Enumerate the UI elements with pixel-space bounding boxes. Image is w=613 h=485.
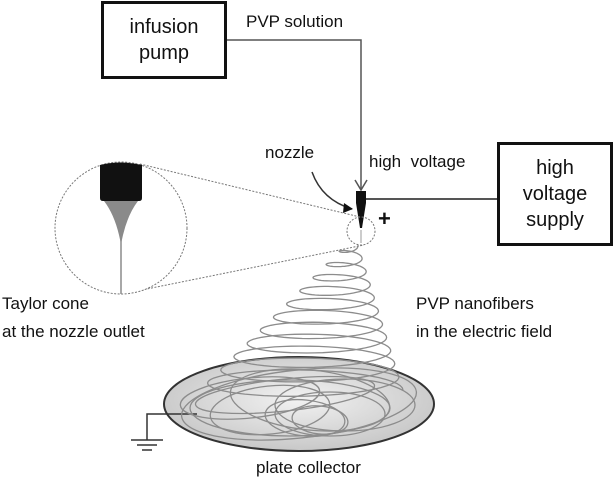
fiber-loop — [179, 376, 321, 420]
ground-wire — [146, 413, 197, 440]
nanofibers-label-line2: in the electric field — [416, 322, 553, 341]
fiber-loop — [209, 384, 331, 436]
zoom-line-top — [139, 163, 361, 218]
nanofibers-label-line1: PVP nanofibers — [416, 294, 534, 313]
infusion-pump-box: infusion pump — [101, 1, 227, 79]
deposited-fibers — [179, 367, 418, 441]
nozzle-label: nozzle — [265, 143, 315, 162]
solution-feed-line — [226, 39, 362, 190]
infusion-pump-label-line1: infusion — [129, 16, 199, 38]
pvp-solution-label: PVP solution — [246, 12, 344, 31]
high-voltage-label: high voltage — [369, 152, 466, 171]
plate-collector-label: plate collector — [256, 458, 361, 477]
feed-arrowhead-icon — [354, 179, 368, 192]
taylor-cone-label-line1: Taylor cone — [2, 294, 89, 313]
nozzle-magnified-icon — [100, 162, 142, 201]
high-voltage-supply-box: high voltage supply — [497, 142, 613, 246]
fiber-loop — [274, 378, 416, 432]
nozzle-pointer-arrow — [311, 171, 353, 210]
nozzle-icon — [356, 191, 366, 228]
positive-polarity-icon: + — [378, 206, 391, 231]
taylor-cone-label-line2: at the nozzle outlet — [2, 322, 145, 341]
fiber-loop — [229, 368, 391, 432]
fiber-loop — [264, 398, 346, 438]
taylor-cone-icon — [104, 201, 138, 244]
fiber-loop — [180, 367, 418, 441]
nozzle-tip-circle — [346, 216, 376, 246]
infusion-pump-label-line2: pump — [138, 42, 190, 64]
fiber-loop — [194, 375, 376, 415]
hv-supply-label-line2: voltage — [522, 183, 588, 205]
zoom-line-bottom — [126, 244, 365, 294]
nozzle-pointer-arrowhead-icon — [343, 203, 353, 213]
hv-supply-label-line3: supply — [526, 209, 584, 231]
hv-supply-label-line1: high — [536, 157, 574, 179]
